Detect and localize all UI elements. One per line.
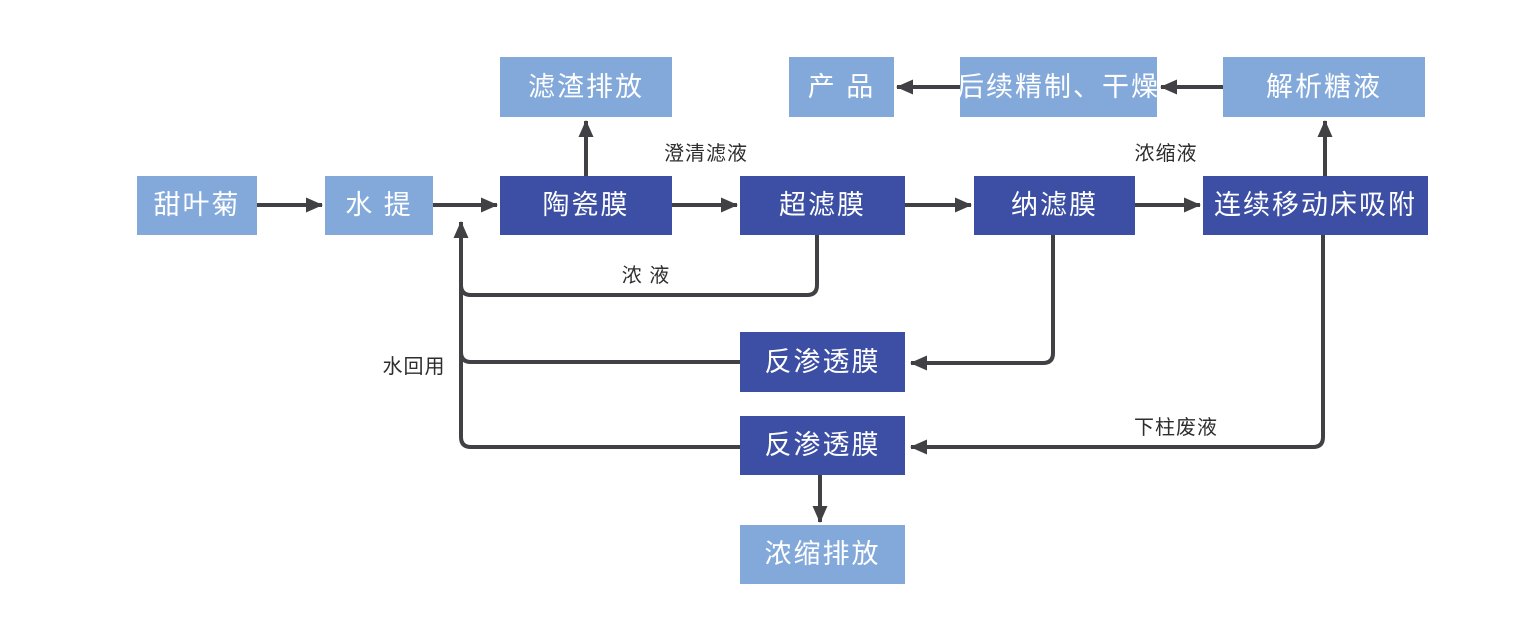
node-nanofiltration-membrane: 纳滤膜 <box>974 176 1135 235</box>
node-ceramic-membrane: 陶瓷膜 <box>500 176 672 235</box>
line-ro1-return <box>459 344 740 364</box>
node-ultrafiltration-membrane: 超滤膜 <box>740 176 905 235</box>
arrow-water-reuse-line <box>453 221 740 449</box>
node-water-extraction: 水 提 <box>325 176 433 235</box>
edge-label-concentrated-liquid: 浓缩液 <box>1134 143 1198 165</box>
node-concentrate-discharge: 浓缩排放 <box>740 525 905 584</box>
node-reverse-osmosis-1: 反渗透膜 <box>740 332 905 392</box>
edge-label-water-reuse: 水回用 <box>382 356 446 378</box>
arrow-adsorption-to-ro2 <box>910 235 1325 455</box>
edge-label-concentrate: 浓 液 <box>621 265 671 287</box>
node-moving-bed-adsorption: 连续移动床吸附 <box>1203 176 1428 235</box>
node-reverse-osmosis-2: 反渗透膜 <box>740 416 905 475</box>
arrow-nano-to-ro1 <box>910 235 1055 371</box>
edge-label-column-waste: 下柱废液 <box>1134 417 1218 439</box>
node-refining-drying: 后续精制、干燥 <box>957 57 1158 117</box>
node-residue-discharge: 滤渣排放 <box>500 57 672 117</box>
node-desorbed-sugar-liquid: 解析糖液 <box>1223 57 1425 117</box>
node-product: 产 品 <box>789 57 894 117</box>
edge-label-clarified-filtrate: 澄清滤液 <box>664 143 748 165</box>
line-ultra-concentrate-return <box>459 235 819 297</box>
node-stevia-leaf: 甜叶菊 <box>137 176 257 235</box>
